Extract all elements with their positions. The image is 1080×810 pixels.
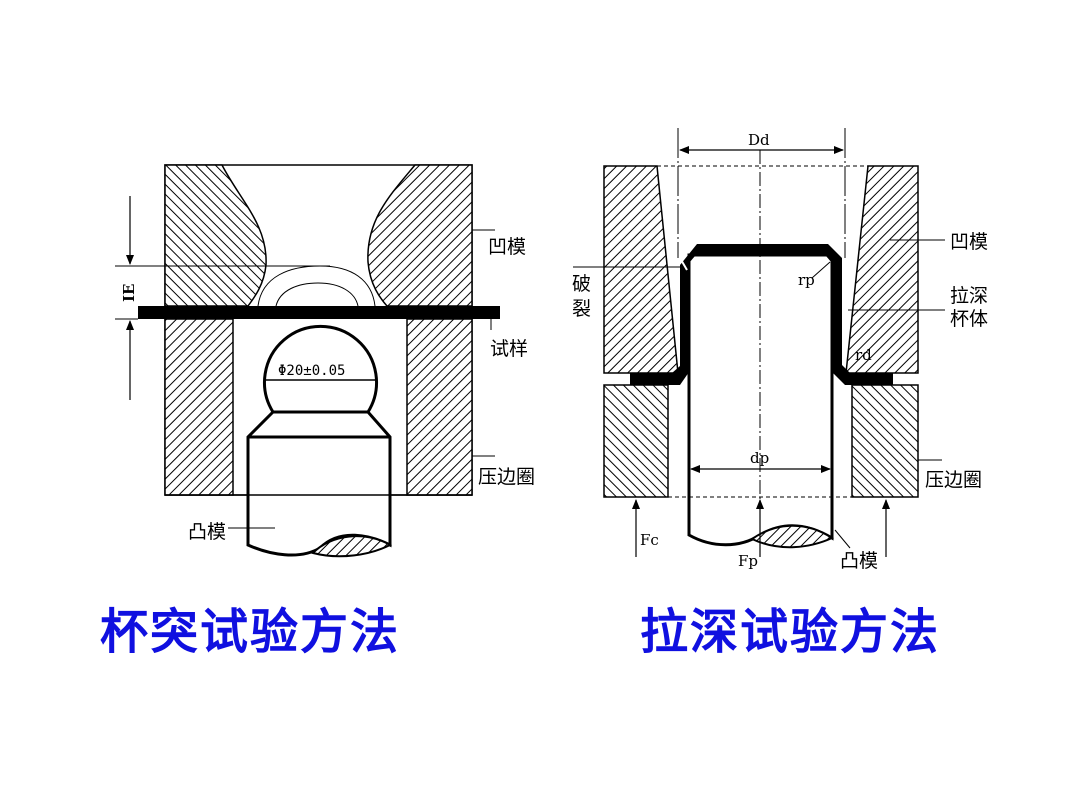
dp-label: dp — [750, 449, 769, 467]
Fp-label: Fp — [738, 552, 758, 570]
ie-label: IE — [120, 284, 138, 302]
deep-drawing-diagram: Dd dp rp rd Fc Fp 凹模 拉深 杯体 破 裂 压边圈 凸模 — [572, 128, 988, 572]
cup-label-line1: 拉深 — [950, 285, 988, 307]
punch-body — [246, 410, 392, 557]
punch-label: 凸模 — [188, 521, 226, 543]
bulge-arc-inner — [275, 282, 359, 307]
drawn-cup — [630, 244, 893, 385]
die-label: 凹模 — [950, 231, 988, 253]
cup-label-line2: 杯体 — [950, 308, 988, 330]
die-label: 凹模 — [488, 236, 526, 258]
punch-section-hatch — [749, 524, 835, 549]
rp-label: rp — [798, 271, 815, 289]
blank-holder-left — [164, 318, 234, 496]
upper-die-right — [845, 165, 919, 374]
blank-holder-right — [406, 318, 473, 496]
blank-holder-left — [603, 384, 669, 498]
rd-label: rd — [855, 346, 872, 364]
upper-die-left — [603, 165, 679, 374]
punch-ball — [263, 324, 378, 414]
punch-section-hatch — [311, 535, 393, 558]
punch-label: 凸模 — [840, 550, 878, 572]
bulge-arc-outer — [257, 265, 376, 307]
cupping-test-diagram: IE Φ20±0.05 凹模 试样 压边圈 凸模 — [115, 164, 535, 558]
fracture-label-line1: 破 — [572, 273, 591, 295]
specimen-label: 试样 — [490, 338, 528, 360]
cupping-test-title: 杯突试验方法 — [100, 604, 401, 660]
ball-diameter-label: Φ20±0.05 — [278, 363, 345, 379]
Fc-label: Fc — [640, 531, 659, 549]
specimen-sheet — [138, 306, 500, 319]
fracture-label-line2: 裂 — [572, 298, 591, 320]
blank-holder-label: 压边圈 — [478, 466, 535, 488]
upper-die-left — [164, 164, 267, 307]
upper-die-right — [367, 164, 473, 307]
blank-holder-right — [851, 384, 919, 498]
Dd-label: Dd — [748, 131, 770, 149]
blank-holder-label: 压边圈 — [925, 469, 982, 491]
deep-drawing-test-title: 拉深试验方法 — [640, 604, 941, 660]
